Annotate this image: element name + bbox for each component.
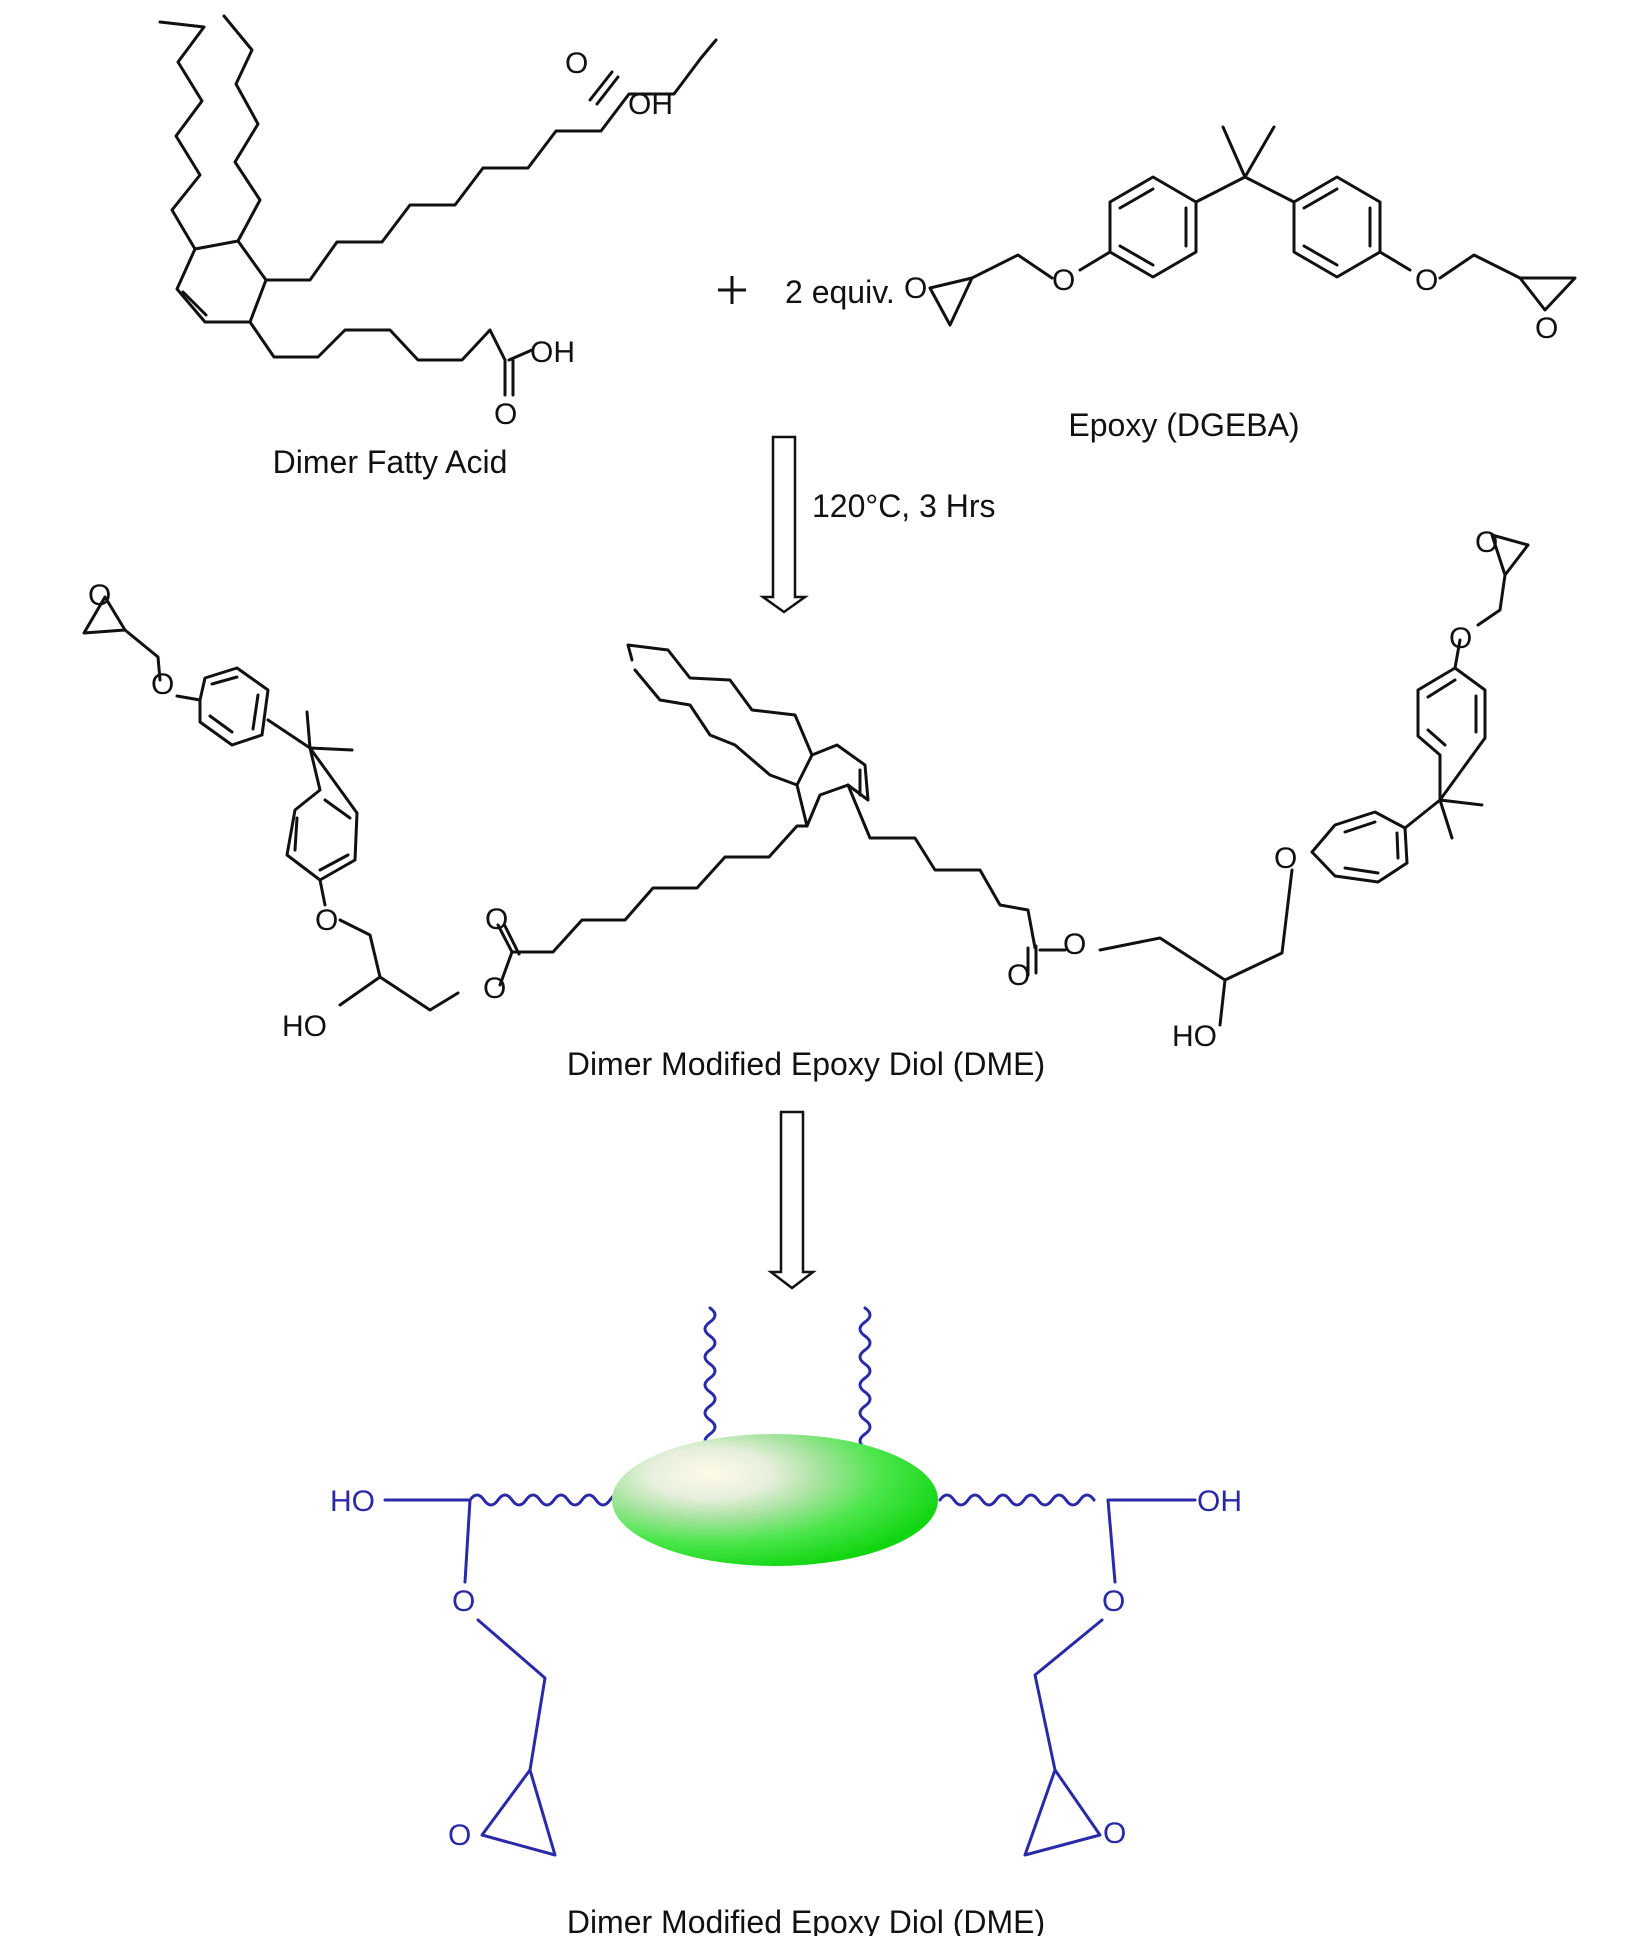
dme-ether-oxygen-right-2: O	[1449, 622, 1472, 655]
dme-hydroxyl-right: HO	[1172, 1020, 1217, 1053]
dgeba-ether-oxygen-right: O	[1415, 264, 1438, 297]
dme-schematic-label: Dimer Modified Epoxy Diol (DME)	[567, 1904, 1045, 1936]
acid-carbonyl-oxygen-2: O	[494, 398, 517, 431]
dgeba-epoxide-oxygen-left: O	[904, 272, 927, 305]
acid-hydroxyl-2: OH	[530, 336, 575, 369]
schematic-epoxide-oxygen-right: O	[1103, 1817, 1126, 1850]
dme-ether-oxygen-left-1: O	[151, 668, 174, 701]
dgeba-structure	[928, 125, 1577, 327]
dme-ether-oxygen-right-1: O	[1274, 842, 1297, 875]
schematic-hydroxyl-right: OH	[1197, 1485, 1242, 1518]
horizontal-chain-right	[938, 1493, 1096, 1507]
reaction-arrow-2	[767, 1110, 817, 1290]
schematic-ether-oxygen-right: O	[1102, 1585, 1125, 1618]
dimer-fatty-acid-structure	[158, 14, 718, 397]
dme-schematic	[383, 1306, 1197, 1857]
reaction-conditions-label: 120°C, 3 Hrs	[812, 488, 996, 524]
acid-carbonyl-oxygen-1: O	[565, 47, 588, 80]
horizontal-chain-left	[468, 1493, 640, 1507]
vertical-chain-right	[858, 1306, 872, 1450]
dme-epoxide-oxygen-left: O	[88, 579, 111, 612]
dme-hydroxyl-left: HO	[282, 1010, 327, 1043]
dimer-fatty-acid-label: Dimer Fatty Acid	[273, 444, 508, 480]
dgeba-ether-oxygen-left: O	[1052, 264, 1075, 297]
dme-epoxide-oxygen-right: O	[1475, 526, 1498, 559]
dme-ester-oxygen-left: O	[483, 972, 506, 1005]
equivalents-label: 2 equiv.	[785, 274, 895, 310]
dme-carbonyl-oxygen-left: O	[485, 903, 508, 936]
vertical-chain-left	[703, 1306, 717, 1450]
reaction-arrow-1	[759, 435, 809, 614]
dme-label: Dimer Modified Epoxy Diol (DME)	[567, 1046, 1045, 1082]
dme-ester-oxygen-right: O	[1063, 928, 1086, 961]
plus-sign	[718, 276, 746, 304]
dme-carbonyl-oxygen-right: O	[1007, 959, 1030, 992]
schematic-epoxide-oxygen-left: O	[448, 1819, 471, 1852]
schematic-ether-oxygen-left: O	[452, 1585, 475, 1618]
dme-ether-oxygen-left-2: O	[315, 904, 338, 937]
acid-hydroxyl-1: OH	[628, 88, 673, 121]
epoxy-dgeba-label: Epoxy (DGEBA)	[1068, 407, 1299, 443]
dgeba-epoxide-oxygen-right: O	[1535, 312, 1558, 345]
dme-structure	[82, 533, 1530, 1027]
schematic-hydroxyl-left: HO	[330, 1485, 375, 1518]
dimer-core	[612, 1434, 938, 1566]
